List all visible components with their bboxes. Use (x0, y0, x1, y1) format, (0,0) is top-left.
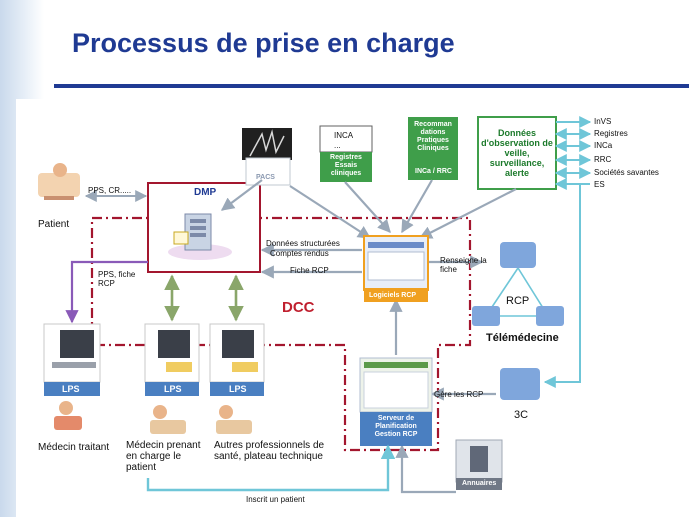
recommandations-box[interactable] (408, 117, 458, 180)
registres-box[interactable] (320, 152, 372, 182)
title-underline (54, 84, 689, 88)
observation-label: Données d'observation de veille, surveil… (481, 128, 553, 178)
inca-sub-label: ... (334, 141, 341, 150)
dmp-server-icon (168, 213, 232, 260)
autres-pros-label: Autres professionnels de santé, plateau … (214, 440, 325, 462)
annuaires-icon[interactable] (455, 439, 503, 490)
dmp-label: DMP (194, 187, 217, 198)
serveur-planification[interactable] (359, 357, 433, 446)
three-c-label: 3C (514, 409, 529, 421)
pacs-label: PACS (256, 174, 275, 181)
dcc-label: DCC (282, 299, 315, 316)
logiciels-rcp-label: Logiciels RCP (369, 292, 417, 299)
inca-box[interactable] (319, 125, 373, 153)
donnees-structurees-label: Données structurées (266, 239, 340, 248)
pps-cr-label: PPS, CR..... (88, 186, 132, 195)
patient-label: Patient (38, 219, 70, 230)
right-connectors (543, 116, 592, 388)
pacs-icon (242, 128, 292, 186)
lps-label-2: LPS (164, 384, 182, 394)
right-item-5: Sociétés savantes (594, 168, 659, 177)
logiciels-connectors (220, 179, 517, 494)
serveur-label: Serveur de Planification Gestion RCP (374, 415, 418, 438)
lps-label-1: LPS (62, 384, 80, 394)
recommandations-label: Recomman dations Pratiques Cliniques (414, 121, 452, 152)
three-c-site (500, 368, 540, 400)
medecin-traitant-label: Médecin traitant (38, 442, 110, 453)
pps-fiche-label: PPS, fiche RCP (98, 270, 136, 288)
slide-title: Processus de prise en charge (72, 28, 455, 58)
comptes-rendus-label: Comptes rendus (270, 249, 329, 258)
inscrit-patient-line (146, 444, 396, 492)
lps-station-3[interactable] (209, 323, 265, 396)
right-item-2: Registres (594, 129, 628, 138)
rcp-sites (472, 242, 564, 326)
annuaires-label: Annuaires (462, 480, 497, 487)
logiciels-rcp-screen[interactable] (363, 235, 429, 302)
right-item-1: InVS (594, 117, 612, 126)
right-item-3: INCa (594, 141, 613, 150)
patient-icon (38, 163, 80, 200)
telemedecine-label: Télémédecine (486, 332, 559, 344)
doctor-icons (54, 401, 252, 434)
rcp-triangle (484, 266, 550, 317)
medecin-prenant-label: Médecin prenant en charge le patient (126, 440, 201, 473)
gere-rcp-label: Gère les RCP (434, 390, 484, 399)
observation-box[interactable] (477, 116, 557, 190)
fiche-rcp-label: Fiche RCP (290, 266, 329, 275)
right-item-4: RRC (594, 155, 612, 164)
registres-label: Registres Essais cliniques (330, 154, 362, 177)
renseigne-fiche-label: Renseigne la fiche (440, 256, 487, 274)
inca-rrc-label: INCa / RRC (415, 168, 452, 175)
lps-dmp-arrows (164, 274, 244, 322)
rcp-label: RCP (506, 295, 530, 307)
lps-station-2[interactable] (144, 323, 200, 396)
right-item-6: ES (594, 180, 605, 189)
lps-station-1[interactable] (43, 323, 101, 396)
pps-fiche-arrow (65, 260, 148, 324)
lps-label-3: LPS (229, 384, 247, 394)
inscrit-patient-label: Inscrit un patient (246, 495, 305, 504)
inca-label: INCA (334, 131, 354, 140)
